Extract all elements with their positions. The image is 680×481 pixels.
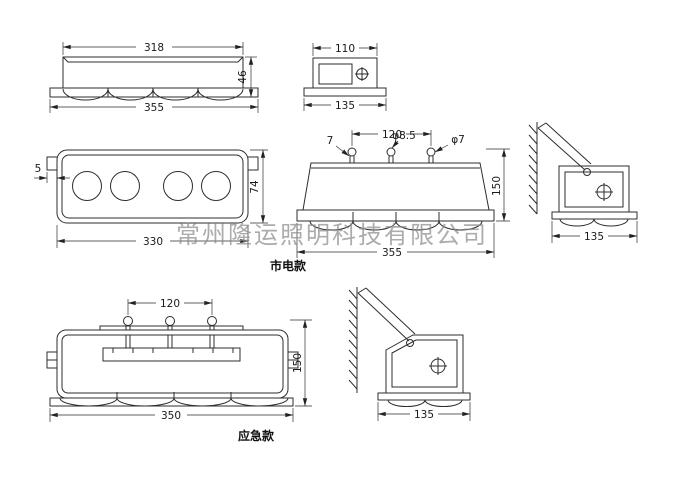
front-view-dimensions: 5 74 330 bbox=[34, 149, 268, 248]
emergency-dimensions: 120 150 350 bbox=[49, 297, 312, 422]
dim-front-width: 330 bbox=[143, 236, 163, 248]
label-mains: 市电款 bbox=[270, 258, 307, 273]
hook-icon bbox=[165, 316, 175, 326]
dim-hole-d1: φ8.5 bbox=[392, 130, 416, 142]
mounting-arm bbox=[537, 122, 592, 176]
mount-tab-right bbox=[248, 156, 259, 171]
dim-end-width-bottom: 135 bbox=[335, 100, 355, 112]
fixture-end-2 bbox=[377, 334, 471, 407]
dim-em-hook-span: 120 bbox=[160, 298, 180, 310]
dim-top-height: 46 bbox=[237, 70, 249, 84]
side-view-body bbox=[296, 162, 495, 231]
mount-ear-right bbox=[288, 351, 299, 369]
hanging-hooks bbox=[347, 147, 436, 163]
view-side-mains: 120 7 φ8.5 φ7 150 355 市电款 bbox=[270, 128, 510, 273]
top-view-body bbox=[49, 56, 259, 101]
dim-side-width: 355 bbox=[382, 247, 402, 259]
dim-hook-span: 120 bbox=[382, 129, 402, 141]
front-view-body bbox=[46, 149, 259, 224]
dim-em-height: 150 bbox=[292, 353, 304, 373]
dim-top-width: 318 bbox=[144, 42, 164, 54]
label-emergency: 应急款 bbox=[238, 428, 275, 443]
hook-icon bbox=[386, 147, 396, 157]
view-mount-mains: 135 bbox=[528, 122, 638, 243]
dim-end-width-top: 110 bbox=[335, 43, 355, 55]
wall bbox=[528, 122, 538, 215]
dim-em-width: 350 bbox=[161, 410, 181, 422]
company-watermark: 常州隆运照明科技有限公司 bbox=[176, 221, 488, 249]
emergency-body bbox=[46, 316, 299, 407]
view-front-emergency: 120 150 350 应急款 bbox=[46, 297, 312, 443]
dim-front-height: 74 bbox=[249, 180, 261, 194]
mount-ear-left bbox=[46, 351, 57, 369]
lamp-circle bbox=[110, 171, 140, 201]
dim-hole-d2: φ7 bbox=[451, 134, 465, 146]
hook-icon bbox=[207, 316, 217, 326]
dim-tab: 5 bbox=[35, 163, 42, 175]
dim-offset: 7 bbox=[327, 135, 334, 147]
mount-tab-left bbox=[46, 156, 57, 171]
lamp-circle bbox=[163, 171, 193, 201]
end-view-body bbox=[303, 57, 387, 97]
lamp-circle bbox=[201, 171, 231, 201]
view-end: 110 135 bbox=[303, 42, 387, 112]
dim-top-flange-width: 355 bbox=[144, 102, 164, 114]
view-front: 5 74 330 bbox=[34, 149, 268, 248]
hook-icon bbox=[426, 147, 436, 157]
side-view-dimensions: 120 7 φ8.5 φ7 150 355 bbox=[296, 128, 510, 259]
mounting-arm-2 bbox=[357, 287, 416, 347]
wall-2 bbox=[348, 287, 358, 393]
view-top: 318 46 355 bbox=[49, 41, 259, 114]
battery-box bbox=[102, 347, 241, 362]
top-view-dimensions: 318 46 355 bbox=[49, 41, 259, 114]
end-view-dimensions: 110 135 bbox=[303, 42, 387, 112]
dim-mount2-width: 135 bbox=[414, 409, 434, 421]
dim-side-height: 150 bbox=[491, 176, 503, 196]
fixture-end bbox=[551, 165, 638, 227]
hinge-icon bbox=[406, 339, 414, 347]
dim-mount-width: 135 bbox=[584, 231, 604, 243]
mount-emergency-dimensions: 135 bbox=[377, 402, 471, 421]
lamp-circle bbox=[72, 171, 102, 201]
view-mount-emergency: 135 bbox=[348, 287, 471, 421]
mount-mains-dimensions: 135 bbox=[551, 221, 638, 243]
hook-icon bbox=[123, 316, 133, 326]
hook-icon bbox=[347, 147, 357, 157]
